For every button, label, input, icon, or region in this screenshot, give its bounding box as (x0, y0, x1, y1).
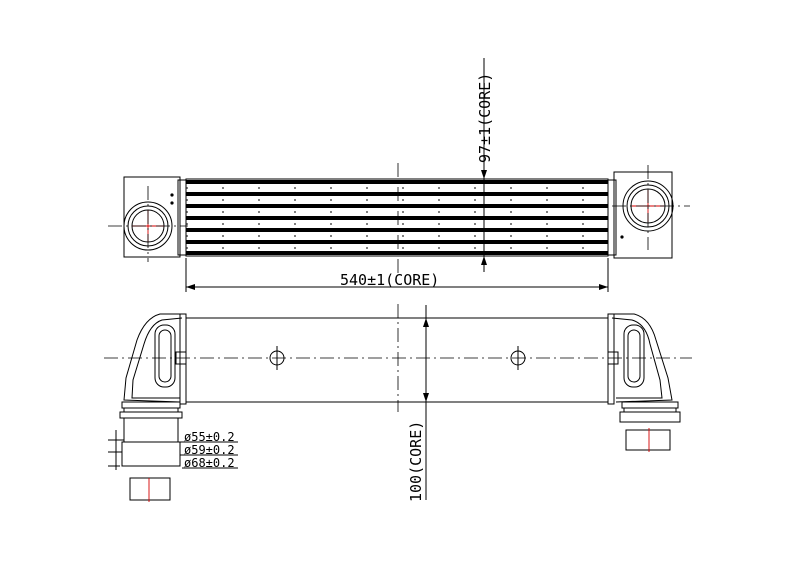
diameter-68-label: ø68±0.2 (184, 456, 235, 470)
right-tank (607, 165, 690, 259)
height-dimension: 97±1(CORE) (476, 58, 494, 272)
right-tank-profile (607, 313, 681, 452)
core-tubes (186, 180, 608, 255)
diameter-59-label: ø59±0.2 (184, 443, 235, 457)
core-height-label: 97±1(CORE) (476, 73, 494, 163)
core-body (185, 317, 609, 403)
diameter-callouts: ø55±0.2 ø59±0.2 ø68±0.2 (178, 430, 238, 470)
top-view: ø55±0.2 ø59±0.2 ø68±0.2 100(CORE) (104, 304, 692, 502)
depth-dimension: 100(CORE) (407, 305, 429, 502)
core-depth-label: 100(CORE) (407, 421, 425, 502)
core-width-label: 540±1(CORE) (340, 271, 439, 289)
diameter-55-label: ø55±0.2 (184, 430, 235, 444)
mounting-hole-right (510, 346, 526, 370)
mounting-hole-left (269, 346, 285, 370)
left-tank-profile (108, 313, 187, 502)
core (185, 163, 609, 274)
left-tank (108, 176, 188, 262)
front-view: 97±1(CORE) 540±1(CORE) (108, 58, 690, 292)
width-dimension: 540±1(CORE) (185, 258, 609, 292)
